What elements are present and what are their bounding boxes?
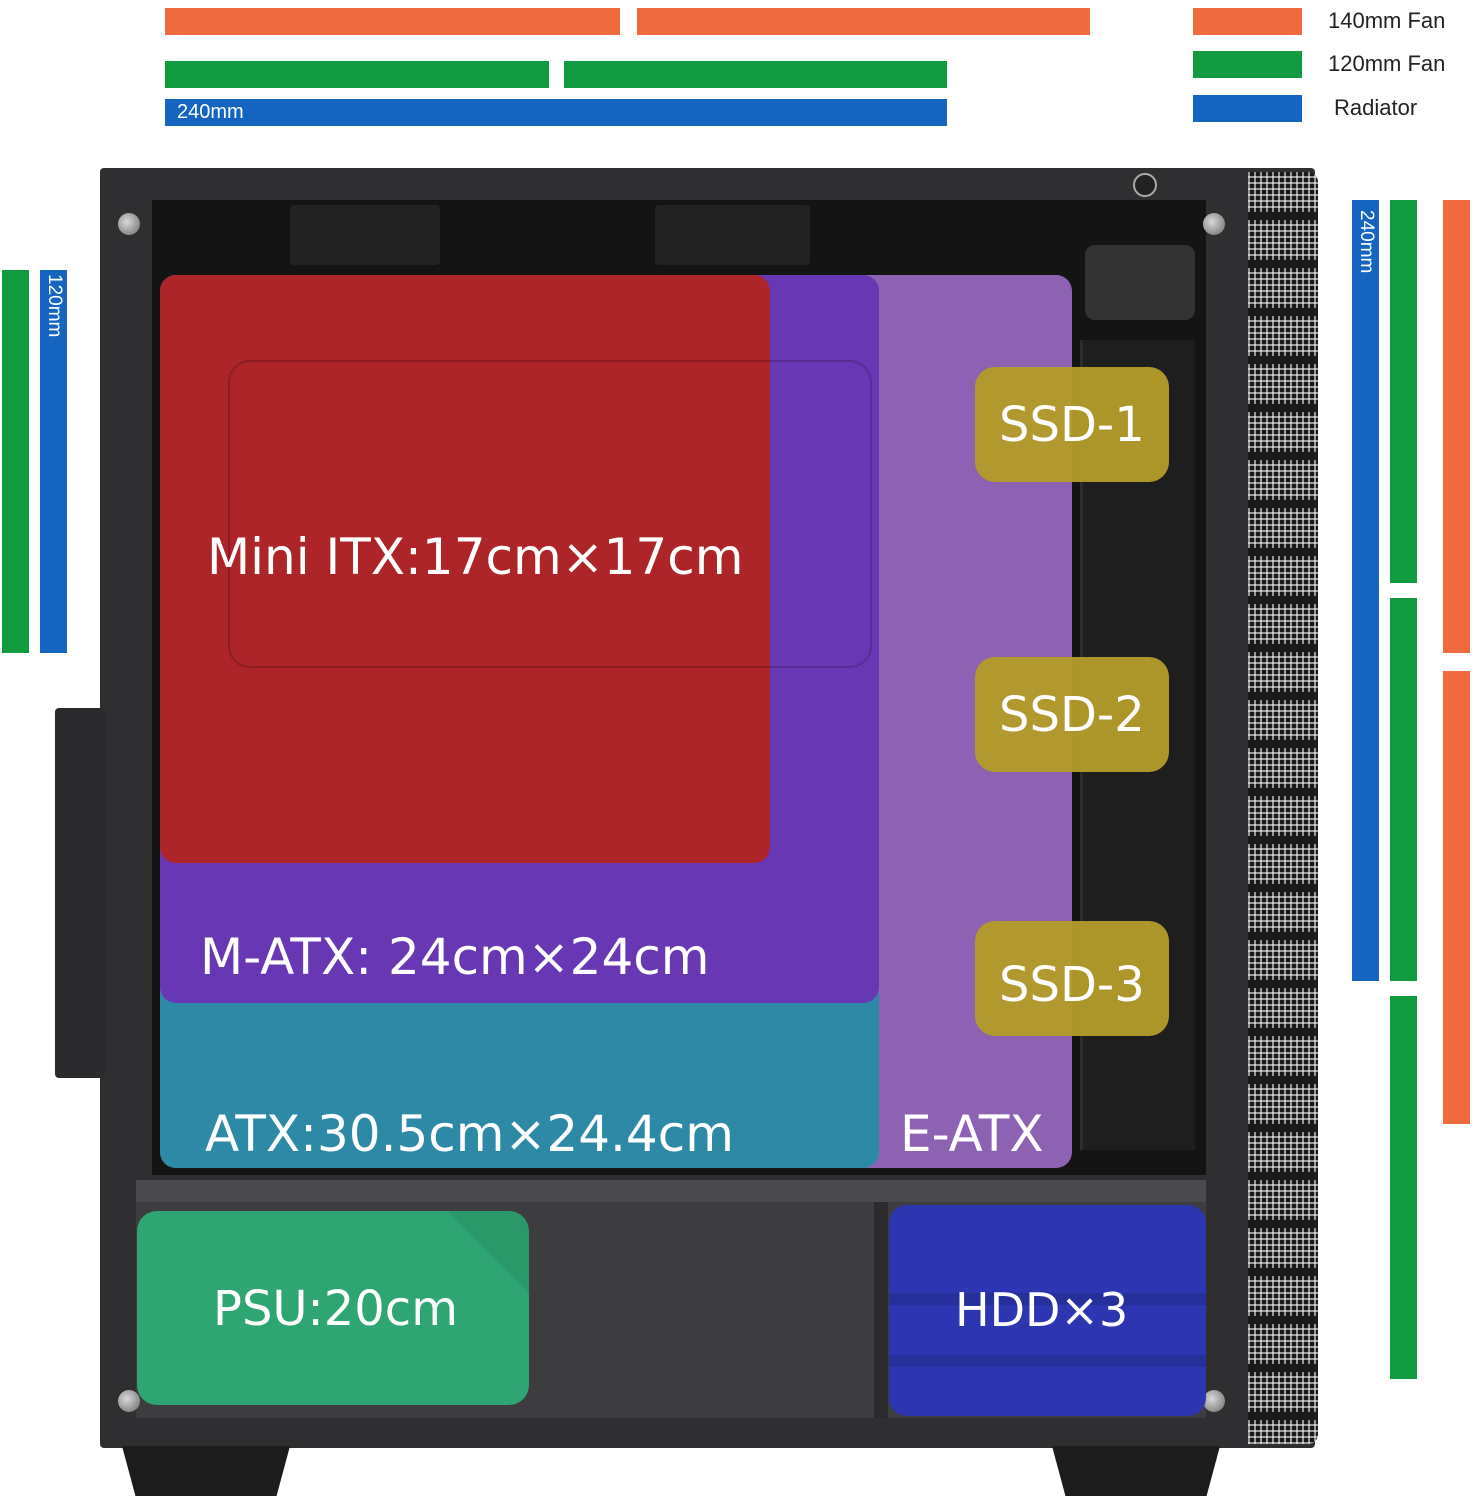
- top-fan-mount-2: [655, 205, 810, 265]
- top-120mm-fan-bar-1: [165, 61, 549, 88]
- psu-shroud-lip: [136, 1180, 1206, 1202]
- label-atx: ATX:30.5cm×24.4cm: [205, 1105, 734, 1163]
- top-right-cutout: [1085, 245, 1195, 320]
- mini-itx-outline: [228, 360, 872, 668]
- label-ssd-2: SSD-2: [999, 687, 1145, 743]
- screw-top-left: [118, 213, 140, 235]
- hdd-zone: HDD×3: [889, 1205, 1206, 1416]
- screw-bottom-right: [1203, 1390, 1225, 1412]
- screw-bottom-left: [118, 1390, 140, 1412]
- front-mesh-bands: [1248, 172, 1318, 1444]
- ssd-1: SSD-1: [975, 367, 1169, 482]
- case-foot-right: [1052, 1446, 1220, 1496]
- rear-radiator-label: 120mm: [44, 274, 65, 338]
- top-140mm-fan-bar-1: [165, 8, 620, 35]
- front-radiator-label: 240mm: [1356, 210, 1377, 274]
- top-radiator-bar: 240mm: [165, 99, 947, 126]
- ssd-2: SSD-2: [975, 657, 1169, 772]
- ssd-3: SSD-3: [975, 921, 1169, 1036]
- front-140mm-fan-bar-2: [1443, 671, 1470, 1124]
- hdd-tray-line-2: [889, 1355, 1206, 1367]
- legend-swatch-140mm: [1193, 8, 1302, 35]
- label-e-atx: E-ATX: [900, 1105, 1044, 1163]
- top-140mm-fan-bar-2: [637, 8, 1090, 35]
- front-120mm-fan-bar-2: [1390, 598, 1417, 981]
- case-foot-left: [122, 1446, 290, 1496]
- rear-io-bracket: [55, 708, 105, 1078]
- front-140mm-fan-bar-1: [1443, 200, 1470, 653]
- label-mini-itx: Mini ITX:17cm×17cm: [207, 528, 744, 586]
- front-120mm-fan-bar-3: [1390, 996, 1417, 1379]
- psu-corner-shade: [447, 1211, 529, 1293]
- shroud-divider: [874, 1202, 888, 1418]
- rear-radiator-bar: 120mm: [40, 270, 67, 653]
- power-button: [1133, 173, 1157, 197]
- label-hdd: HDD×3: [955, 1283, 1129, 1337]
- front-120mm-fan-bar-1: [1390, 200, 1417, 583]
- label-psu: PSU:20cm: [213, 1281, 458, 1337]
- front-radiator-bar: 240mm: [1352, 200, 1379, 981]
- rear-120mm-fan-bar: [2, 270, 29, 653]
- top-radiator-label: 240mm: [177, 101, 244, 123]
- legend-swatch-120mm: [1193, 51, 1302, 78]
- psu-zone: PSU:20cm: [137, 1211, 529, 1405]
- legend-label-radiator: Radiator: [1334, 95, 1418, 120]
- legend-swatch-radiator: [1193, 95, 1302, 122]
- top-120mm-fan-bar-2: [564, 61, 947, 88]
- hdd-tray-line-1: [889, 1293, 1206, 1305]
- legend-label-140mm: 140mm Fan: [1328, 8, 1446, 33]
- zone-mini-itx: [160, 275, 770, 863]
- label-ssd-1: SSD-1: [999, 397, 1145, 453]
- label-ssd-3: SSD-3: [999, 957, 1145, 1013]
- screw-top-right: [1203, 213, 1225, 235]
- label-m-atx: M-ATX: 24cm×24cm: [200, 928, 710, 986]
- top-fan-mount-1: [290, 205, 440, 265]
- legend-label-120mm: 120mm Fan: [1328, 51, 1446, 76]
